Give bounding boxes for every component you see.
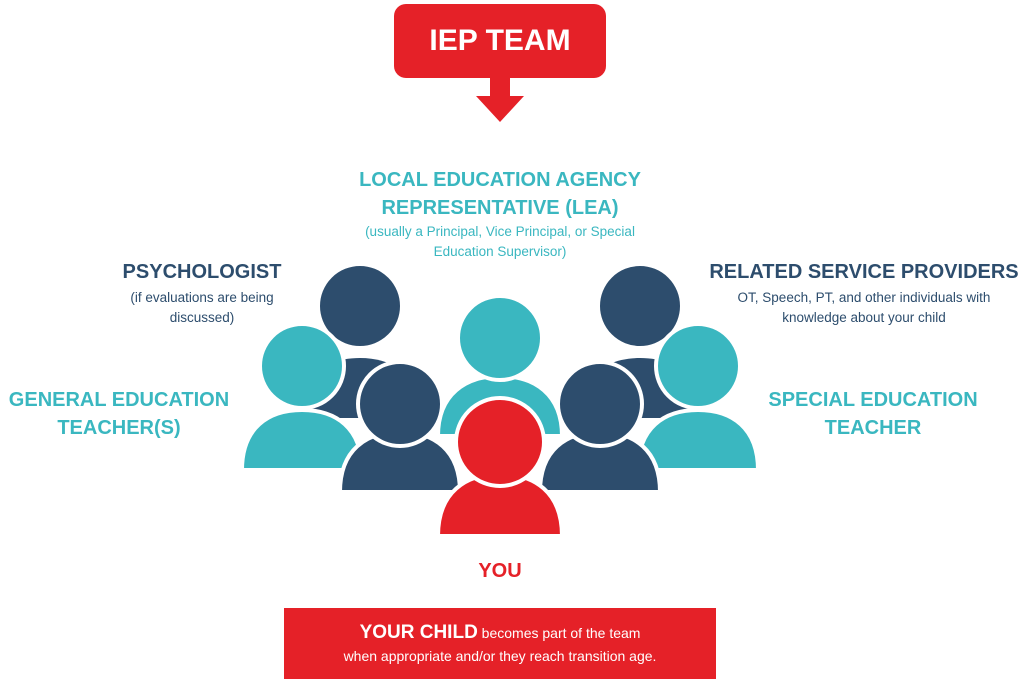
your-child-line2: when appropriate and/or they reach trans… — [343, 647, 657, 664]
lea-role: LOCAL EDUCATION AGENCY REPRESENTATIVE (L… — [320, 166, 680, 262]
team-people-illustration — [240, 262, 760, 538]
related-service-title: RELATED SERVICE PROVIDERS — [709, 261, 1019, 283]
lea-note-line2: Education Supervisor) — [433, 244, 567, 259]
iep-team-title: IEP TEAM — [429, 24, 571, 57]
general-education-role: GENERAL EDUCATION TEACHER(S) — [0, 386, 238, 442]
special-education-person-icon — [635, 322, 760, 472]
lea-title-line1: LOCAL EDUCATION AGENCY — [359, 169, 641, 191]
psychologist-title: PSYCHOLOGIST — [122, 261, 282, 283]
navy-team-member-right-icon — [537, 360, 663, 494]
you-title: YOU — [478, 560, 522, 582]
special-education-title-line2: TEACHER — [824, 417, 922, 439]
special-education-role: SPECIAL EDUCATION TEACHER — [746, 386, 1000, 442]
psychologist-note-line1: (if evaluations are being — [130, 290, 274, 305]
related-service-note-line1: OT, Speech, PT, and other individuals wi… — [737, 290, 991, 305]
your-child-emphasis: YOUR CHILD — [359, 621, 478, 643]
general-education-title-line1: GENERAL EDUCATION — [8, 389, 230, 411]
navy-team-member-left-icon — [337, 360, 463, 494]
your-child-note: YOUR CHILD becomes part of the team when… — [284, 608, 716, 679]
general-education-title-line2: TEACHER(S) — [57, 417, 181, 439]
psychologist-note-line2: discussed) — [169, 310, 235, 325]
you-role: YOU — [440, 557, 560, 585]
iep-team-header: IEP TEAM — [394, 4, 606, 78]
your-child-line1: YOUR CHILD becomes part of the team — [360, 621, 641, 645]
general-education-person-icon — [240, 322, 365, 472]
lea-title-line2: REPRESENTATIVE (LEA) — [381, 197, 619, 219]
related-service-role: RELATED SERVICE PROVIDERS OT, Speech, PT… — [692, 258, 1024, 328]
down-arrow-icon — [476, 78, 524, 122]
psychologist-role: PSYCHOLOGIST (if evaluations are being d… — [96, 258, 308, 328]
related-service-note-line2: knowledge about your child — [782, 310, 946, 325]
your-child-line1-rest: becomes part of the team — [477, 624, 641, 641]
lea-note-line1: (usually a Principal, Vice Principal, or… — [365, 224, 635, 239]
you-person-icon — [435, 396, 565, 538]
special-education-title-line1: SPECIAL EDUCATION — [768, 389, 978, 411]
